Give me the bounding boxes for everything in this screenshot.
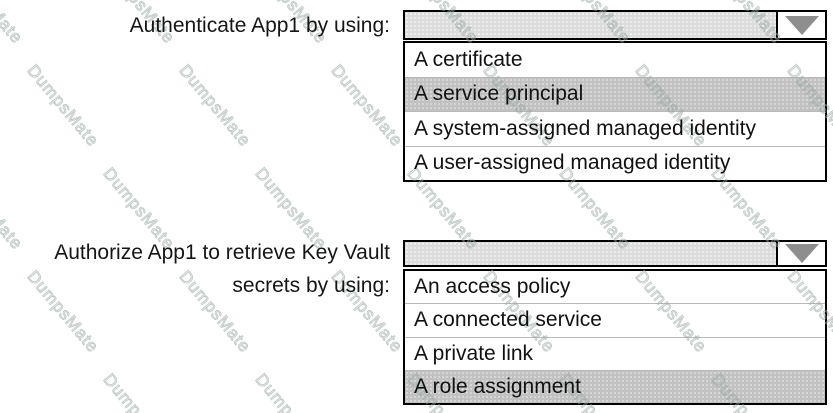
question-1-label: Authenticate App1 by using: — [130, 9, 390, 42]
option-a-service-principal[interactable]: A service principal — [405, 76, 825, 111]
option-a-certificate[interactable]: A certificate — [405, 43, 825, 77]
option-a-system-assigned-managed-identity[interactable]: A system-assigned managed identity — [405, 111, 825, 146]
option-label: A system-assigned managed identity — [414, 116, 757, 140]
chevron-down-icon — [784, 244, 819, 263]
option-label: A role assignment — [414, 374, 581, 398]
dropdown-2-options-list: An access policy A connected service A p… — [403, 269, 827, 405]
watermark-text: DumpsMate — [0, 164, 27, 254]
dropdown-1-arrow-button[interactable] — [776, 12, 825, 38]
watermark-text: DumpsMate — [99, 370, 179, 413]
watermark-text: DumpsMate — [327, 61, 407, 151]
option-a-private-link[interactable]: A private link — [405, 336, 825, 370]
watermark-text: DumpsMate — [0, 370, 27, 413]
option-a-user-assigned-managed-identity[interactable]: A user-assigned managed identity — [405, 145, 825, 181]
question-2-label: Authorize App1 to retrieve Key Vault sec… — [54, 236, 390, 302]
watermark-text: DumpsMate — [175, 61, 255, 151]
dropdown-2-collapsed-box[interactable] — [403, 240, 827, 267]
option-label: An access policy — [414, 275, 571, 299]
watermark-text: DumpsMate — [251, 370, 331, 413]
option-an-access-policy[interactable]: An access policy — [405, 271, 825, 303]
question-2-label-line: secrets by using: — [232, 274, 390, 297]
option-label: A user-assigned managed identity — [414, 151, 731, 175]
option-label: A service principal — [414, 82, 584, 106]
option-label: A certificate — [414, 47, 523, 71]
watermark-text: DumpsMate — [0, 0, 27, 48]
option-a-role-assignment[interactable]: A role assignment — [405, 369, 825, 403]
option-a-connected-service[interactable]: A connected service — [405, 303, 825, 336]
option-label: A private link — [414, 341, 534, 365]
question-2-label-line: Authorize App1 to retrieve Key Vault — [54, 241, 390, 264]
question-1-label-line: Authenticate App1 by using: — [129, 14, 390, 37]
chevron-down-icon — [784, 15, 819, 35]
dropdown-1-options-list: A certificate A service principal A syst… — [403, 41, 827, 182]
dropdown-2-arrow-button[interactable] — [776, 242, 825, 265]
option-label: A connected service — [414, 308, 602, 332]
dropdown-1-collapsed-box[interactable] — [403, 10, 827, 40]
watermark-text: DumpsMate — [23, 61, 103, 151]
